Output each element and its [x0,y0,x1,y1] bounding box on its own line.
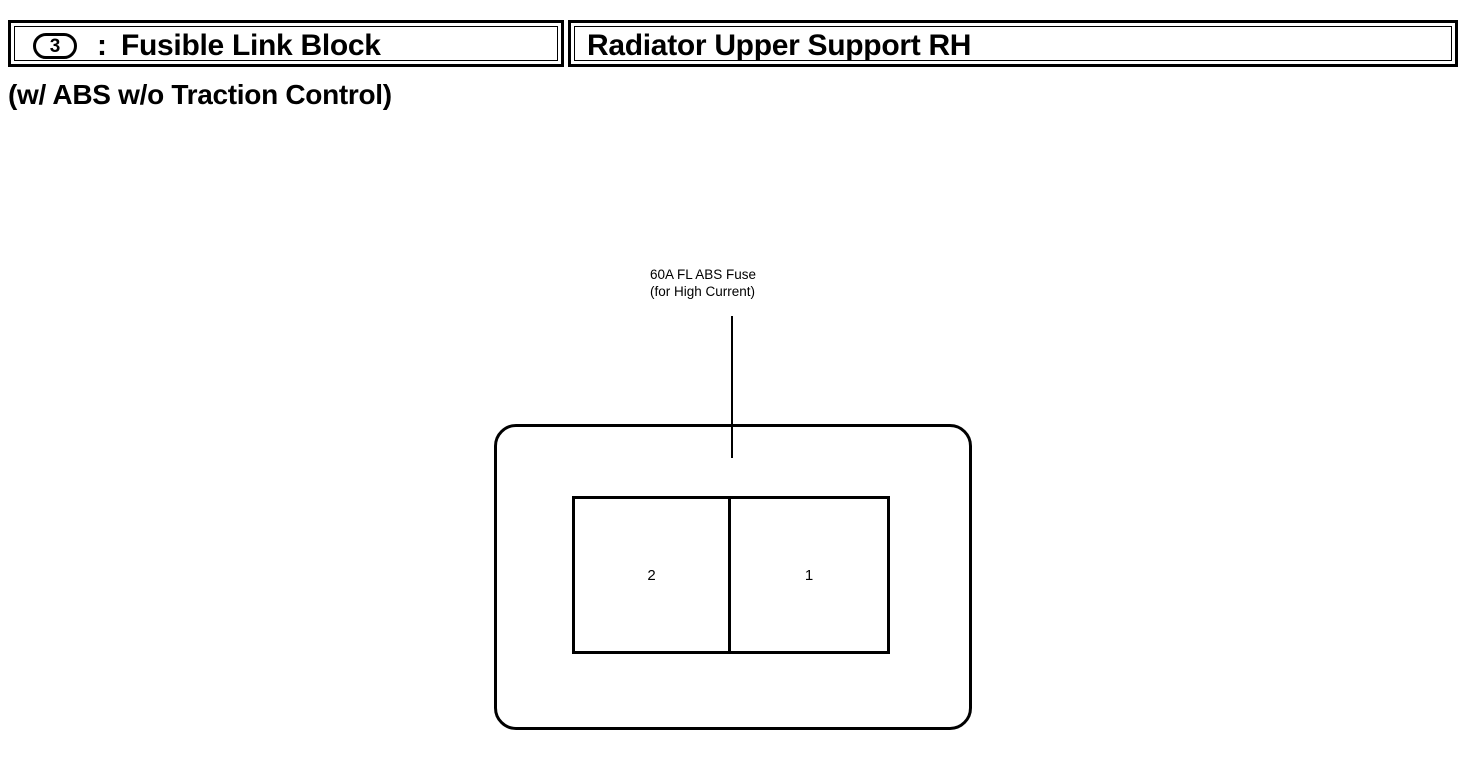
legend-title-left: Fusible Link Block [121,29,381,62]
reference-marker-oval: 3 [33,33,77,59]
fuse-cell-2: 2 [575,499,731,651]
legend-colon: : [97,29,107,62]
fuse-block: 2 1 [572,496,890,654]
fusible-link-block-housing [494,424,972,730]
callout-leader-line [731,316,733,458]
callout-label: 60A FL ABS Fuse (for High Current) [650,266,756,300]
fuse-cell-1-number: 1 [804,566,814,584]
legend-cell-right: Radiator Upper Support RH [568,20,1458,67]
callout-label-line-1: 60A FL ABS Fuse [650,267,757,282]
callout-label-line-2: (for High Current) [650,284,756,299]
fuse-cell-2-number: 2 [647,566,656,584]
fuse-cell-1: 1 [731,499,887,651]
legend-title-right: Radiator Upper Support RH [587,29,972,62]
subtitle-text: (w/ ABS w/o Traction Control) [8,79,392,110]
